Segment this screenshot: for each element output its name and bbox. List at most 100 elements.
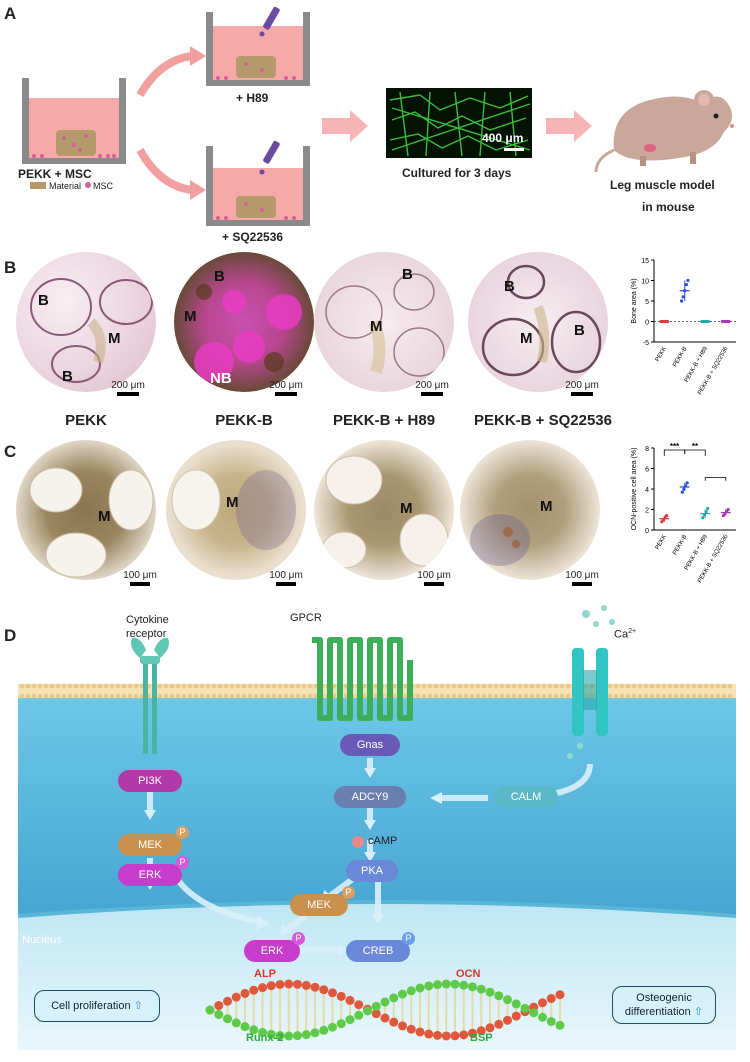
cultured-label: Cultured for 3 days xyxy=(402,166,512,180)
strand-bead-green xyxy=(511,999,521,1009)
lipid-head xyxy=(181,693,187,699)
sig-bracket-3 xyxy=(704,477,727,481)
lipid-head xyxy=(619,683,625,689)
label-b3-m: M xyxy=(370,318,383,335)
strand-bead-red xyxy=(398,1021,407,1031)
arrow-right-1 xyxy=(322,110,368,142)
lipid-head xyxy=(157,693,163,699)
data-point xyxy=(704,509,708,514)
lipid-head xyxy=(607,693,613,699)
lipid-head xyxy=(655,683,661,689)
sig-label-1: *** xyxy=(670,442,680,451)
scalebar-b3: 200 μm xyxy=(410,380,454,396)
lipid-head xyxy=(67,693,73,699)
lipid-head xyxy=(31,693,37,699)
lipid-head xyxy=(277,683,283,689)
lipid-head xyxy=(175,693,181,699)
lipid-head xyxy=(43,683,49,689)
lipid-head xyxy=(121,683,127,689)
histology-b-pekk xyxy=(16,252,156,392)
label-b1-m: M xyxy=(108,330,121,347)
lipid-head xyxy=(109,683,115,689)
lipid-head xyxy=(565,693,571,699)
camp-label: cAMP xyxy=(368,835,398,847)
histology-c-pekkb xyxy=(166,440,306,580)
label-b4-m: M xyxy=(520,330,533,347)
panel-a-label: A xyxy=(4,4,17,23)
lipid-head xyxy=(493,683,499,689)
x-tick-label: PEKK-B xyxy=(672,346,688,368)
lipid-head xyxy=(439,693,445,699)
lipid-head xyxy=(619,693,625,699)
scalebar-b2: 200 μm xyxy=(264,380,308,396)
strand-bead-red xyxy=(380,1013,390,1023)
lipid-head xyxy=(535,683,541,689)
strand-bead-red xyxy=(511,1011,521,1021)
strand-bead-red xyxy=(555,990,565,1000)
y-tick-label: 8 xyxy=(645,446,649,453)
data-point xyxy=(680,490,684,494)
pipette-icon xyxy=(263,6,280,30)
strand-bead-green xyxy=(354,1010,364,1020)
strand-bead-green xyxy=(485,987,495,997)
lipid-head xyxy=(553,683,559,689)
lipid-head xyxy=(85,693,91,699)
lipid-head xyxy=(67,683,73,689)
strand-bead-red xyxy=(284,979,294,989)
cytokine-receptor-icon xyxy=(131,637,169,754)
lipid-head xyxy=(25,683,31,689)
lipid-head xyxy=(55,693,61,699)
strand-bead-green xyxy=(459,980,469,990)
data-point xyxy=(683,484,688,488)
lipid-head xyxy=(235,683,241,689)
y-tick-label: 15 xyxy=(641,258,649,265)
y-axis-label: OCN-positive cell area (%) xyxy=(631,448,638,531)
lipid-head xyxy=(235,693,241,699)
lipid-head xyxy=(169,693,175,699)
lipid-head xyxy=(697,693,703,699)
lipid-head xyxy=(253,683,259,689)
culture-well-top xyxy=(206,6,310,86)
lipid-head xyxy=(283,693,289,699)
lipid-head xyxy=(517,693,523,699)
lipid-head xyxy=(307,683,313,689)
strand-bead-red xyxy=(336,991,346,1001)
lipid-head xyxy=(529,683,535,689)
lipid-head xyxy=(121,693,127,699)
lipid-head xyxy=(625,683,631,689)
panel-b-label: B xyxy=(4,258,17,277)
gene-ocn: OCN xyxy=(456,968,481,980)
strand-bead-green xyxy=(520,1003,530,1013)
group-name-4: PEKK-B + SQ22536 xyxy=(474,412,612,429)
strand-bead-green xyxy=(214,1009,224,1019)
lipid-head xyxy=(289,693,295,699)
strand-bead-red xyxy=(433,1030,442,1040)
strand-bead-green xyxy=(433,980,442,990)
lipid-head xyxy=(175,683,181,689)
lipid-head xyxy=(211,693,217,699)
lipid-head xyxy=(427,683,433,689)
lipid-head xyxy=(655,693,661,699)
lipid-head xyxy=(631,693,637,699)
data-point xyxy=(681,295,685,299)
gene-bsp: BSP xyxy=(470,1032,493,1044)
lipid-head xyxy=(85,683,91,689)
lipid-head xyxy=(643,693,649,699)
strand-bead-green xyxy=(293,1031,302,1041)
lipid-head xyxy=(649,683,655,689)
lipid-head xyxy=(613,683,619,689)
phospho-erk-nucleus: P xyxy=(292,932,305,945)
scalebar-c4: 100 μm xyxy=(560,570,604,586)
strand-bead-green xyxy=(266,1029,276,1039)
lipid-head xyxy=(25,693,31,699)
lipid-head xyxy=(31,683,37,689)
lipid-head xyxy=(487,693,493,699)
strand-bead-green xyxy=(546,1016,556,1026)
strand-bead-red xyxy=(310,982,320,992)
sig-bracket-2 xyxy=(684,449,706,456)
lipid-head xyxy=(283,683,289,689)
nucleus-label: Nucleus xyxy=(22,934,62,946)
lipid-head xyxy=(217,693,223,699)
lipid-head xyxy=(421,683,427,689)
